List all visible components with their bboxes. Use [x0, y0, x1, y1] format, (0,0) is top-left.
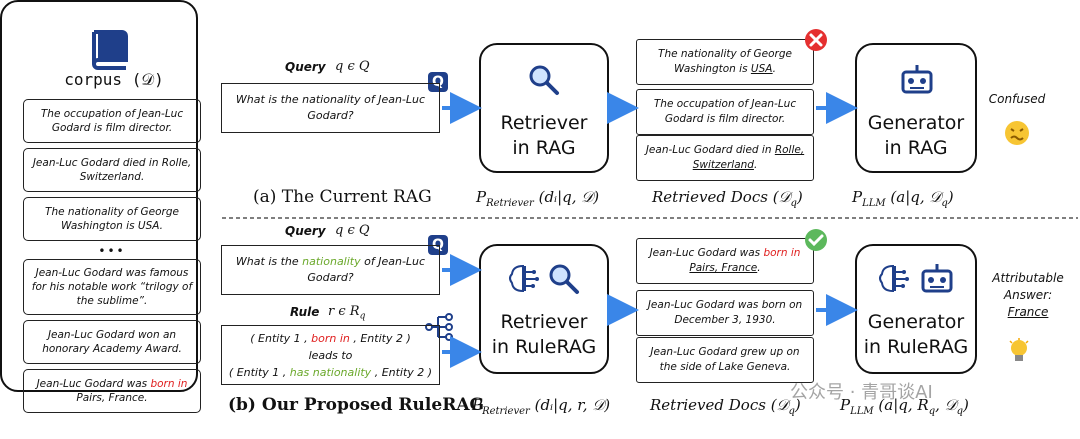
- corpus-panel: [0, 0, 198, 392]
- retriever-label-1: Retriever: [500, 311, 588, 333]
- query-q-icon: Q: [428, 72, 448, 92]
- retriever-label-2: in RuleRAG: [491, 336, 597, 358]
- rule-math: r ϵ Rq: [328, 304, 366, 322]
- query-box: What is the nationality of Jean-Luc Goda…: [221, 83, 440, 133]
- generator-label-2: in RuleRAG: [863, 336, 969, 358]
- retrieved-doc: Jean-Luc Godard grew up on the side of L…: [636, 337, 814, 383]
- brain-icon: [879, 264, 909, 293]
- p-llm-b: PLLM (a|q, Rq, 𝒟q): [840, 396, 969, 417]
- ellipsis: •••: [98, 244, 126, 258]
- doc-highlight: born in: [150, 378, 188, 390]
- rule-line-1: ( Entity 1 , born in , Entity 2 ): [250, 331, 411, 345]
- rule-box: ( Entity 1 , born in , Entity 2 ) leads …: [221, 325, 440, 385]
- corpus-doc: The nationality of George Washington is …: [23, 197, 201, 241]
- corpus-title: corpus (𝒟): [64, 70, 164, 89]
- divider: [222, 217, 1078, 219]
- lightbulb-icon: [1009, 338, 1029, 361]
- generator-rag-box: Generator in RAG: [855, 43, 977, 173]
- rule-line-3: ( Entity 1 , has nationality , Entity 2 …: [228, 365, 433, 379]
- p-retriever-a: PRetriever (dᵢ|q, 𝒟): [476, 188, 600, 209]
- brain-icon: [509, 264, 539, 293]
- answer-value: France: [1007, 305, 1049, 319]
- retriever-rag-box: Retriever in RAG: [479, 43, 609, 173]
- robot-icon: [921, 264, 953, 293]
- caption-b: (b) Our Proposed RuleRAG: [228, 395, 485, 415]
- corpus-doc: Jean-Luc Godard died in Rolle, Switzerla…: [23, 148, 201, 192]
- attributable-answer: Attributable Answer: France: [978, 270, 1078, 321]
- query-label: Query: [285, 224, 326, 238]
- p-llm-a: PLLM (a|q, 𝒟q): [852, 188, 954, 209]
- corpus-doc-born: Jean-Luc Godard was born in Pairs, Franc…: [23, 369, 201, 413]
- retrieved-doc: The nationality of George Washington is …: [636, 39, 814, 85]
- corpus-doc: The occupation of Jean-Luc Godard is fil…: [23, 99, 201, 143]
- wrong-icon: [805, 29, 827, 51]
- retrieved-doc: Jean-Luc Godard was born on December 3, …: [636, 290, 814, 336]
- magnifier-icon: [549, 264, 579, 294]
- query-math: q ϵ Q: [335, 59, 370, 74]
- generator-label-2: in RAG: [884, 137, 948, 159]
- generator-label-1: Generator: [867, 112, 965, 134]
- rule-line-2: leads to: [308, 348, 353, 362]
- check-icon: [805, 229, 827, 251]
- retrieved-docs-b: Retrieved Docs (𝒟q): [650, 396, 801, 417]
- magnifier-icon: [529, 65, 559, 95]
- corpus-doc: Jean-Luc Godard was famous for his notab…: [23, 259, 201, 315]
- answer-confused: Confused: [988, 92, 1046, 106]
- robot-icon: [901, 65, 933, 94]
- retrieved-docs-a: Retrieved Docs (𝒟q): [652, 188, 803, 209]
- watermark: 公众号 · 青哥谈AI: [790, 382, 933, 403]
- retriever-rulerag-box: Retriever in RuleRAG: [479, 244, 609, 374]
- doc-text: Jean-Luc Godard was: [36, 378, 151, 390]
- retrieved-doc: The occupation of Jean-Luc Godard is fil…: [636, 89, 814, 135]
- generator-label-1: Generator: [867, 311, 965, 333]
- query-label: Query: [285, 60, 326, 74]
- rule-tree-icon: [425, 313, 453, 341]
- corpus-doc: Jean-Luc Godard won an honorary Academy …: [23, 320, 201, 364]
- book-icon: [92, 30, 128, 70]
- retriever-label-1: Retriever: [500, 112, 588, 134]
- generator-rulerag-box: Generator in RuleRAG: [855, 244, 977, 374]
- query-box: What is the nationality of Jean-Luc Goda…: [221, 245, 440, 295]
- p-retriever-b: PRetriever (dᵢ|q, r, 𝒟): [472, 396, 611, 417]
- caption-a: (a) The Current RAG: [253, 187, 432, 207]
- query-math: q ϵ Q: [335, 223, 370, 238]
- doc-text: Pairs, France.: [76, 392, 148, 404]
- confused-emoji-icon: [1005, 121, 1029, 145]
- retriever-label-2: in RAG: [512, 137, 576, 159]
- retrieved-doc: Jean-Luc Godard died in Rolle, Switzerla…: [636, 135, 814, 181]
- rule-label: Rule: [290, 305, 320, 319]
- retrieved-doc: Jean-Luc Godard was born in Pairs, Franc…: [636, 238, 814, 284]
